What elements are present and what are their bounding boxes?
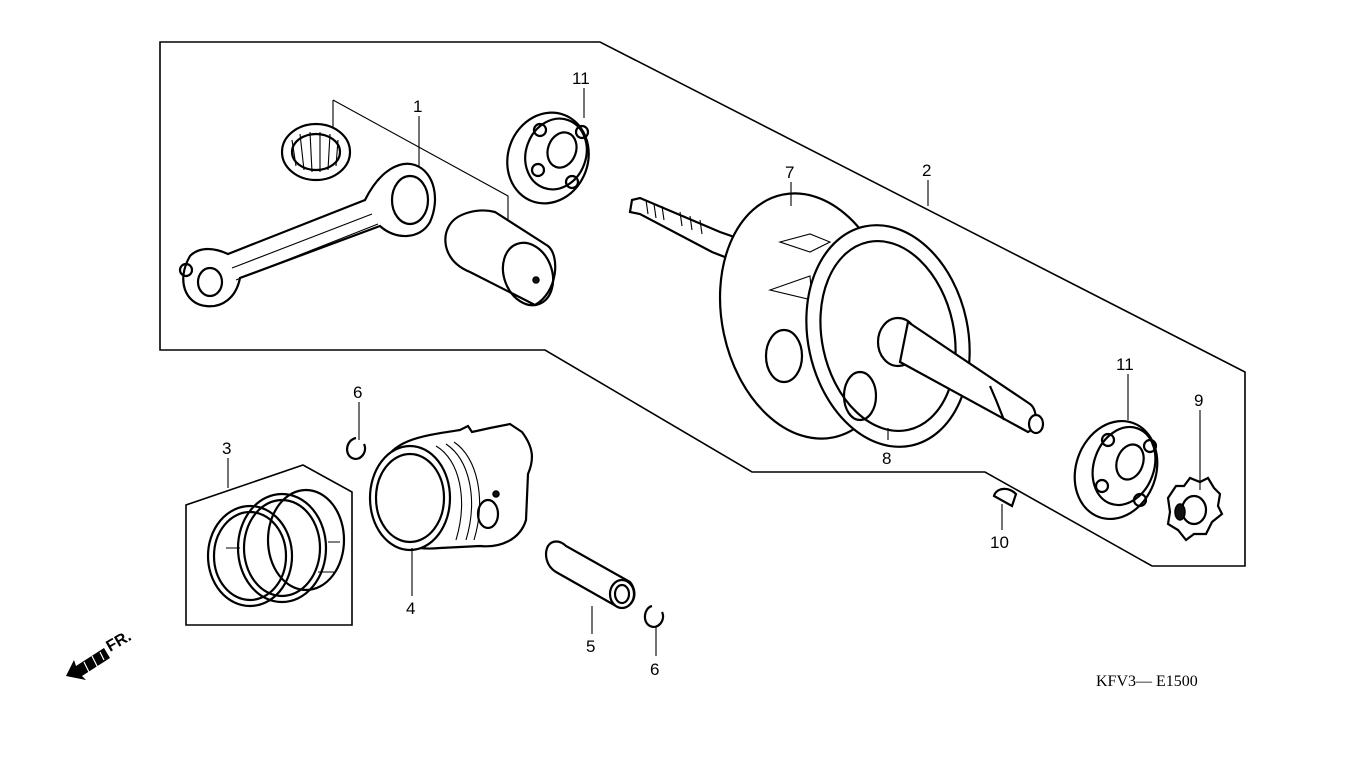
connecting-rod [178, 162, 437, 308]
callout-2: 2 [922, 161, 931, 180]
callout-11-lower: 11 [1116, 355, 1134, 374]
cam-chain-sprocket [1166, 476, 1224, 542]
crankshaft [628, 192, 1045, 448]
piston-pin-clip-lower [643, 604, 665, 628]
piston [368, 422, 534, 552]
ring-set-boundary [185, 464, 353, 626]
needle-bearing [280, 122, 352, 182]
front-label: FR. [104, 628, 135, 656]
crank-pin [444, 209, 557, 307]
callout-11-upper: 11 [572, 69, 590, 88]
piston-pin-clip-upper [346, 436, 367, 460]
woodruff-key [992, 487, 1018, 508]
callout-6-lower: 6 [650, 660, 659, 679]
callout-9: 9 [1194, 391, 1203, 410]
callout-8: 8 [882, 449, 891, 468]
assembly-boundary [159, 41, 1246, 567]
ball-bearing-upper [506, 111, 590, 205]
callout-3: 3 [222, 439, 231, 458]
piston-ring-set [206, 488, 346, 608]
callout-10: 10 [990, 533, 1009, 552]
callout-5: 5 [586, 637, 595, 656]
leader-lines [227, 88, 1201, 656]
callout-7: 7 [785, 163, 794, 182]
ball-bearing-lower [1073, 419, 1159, 521]
callout-1: 1 [413, 97, 422, 116]
callout-4: 4 [406, 599, 415, 618]
front-direction-arrow-icon [66, 648, 110, 680]
piston-pin [545, 540, 636, 610]
diagram-code: KFV3— E1500 [1096, 673, 1198, 690]
callout-6-upper: 6 [353, 383, 362, 402]
